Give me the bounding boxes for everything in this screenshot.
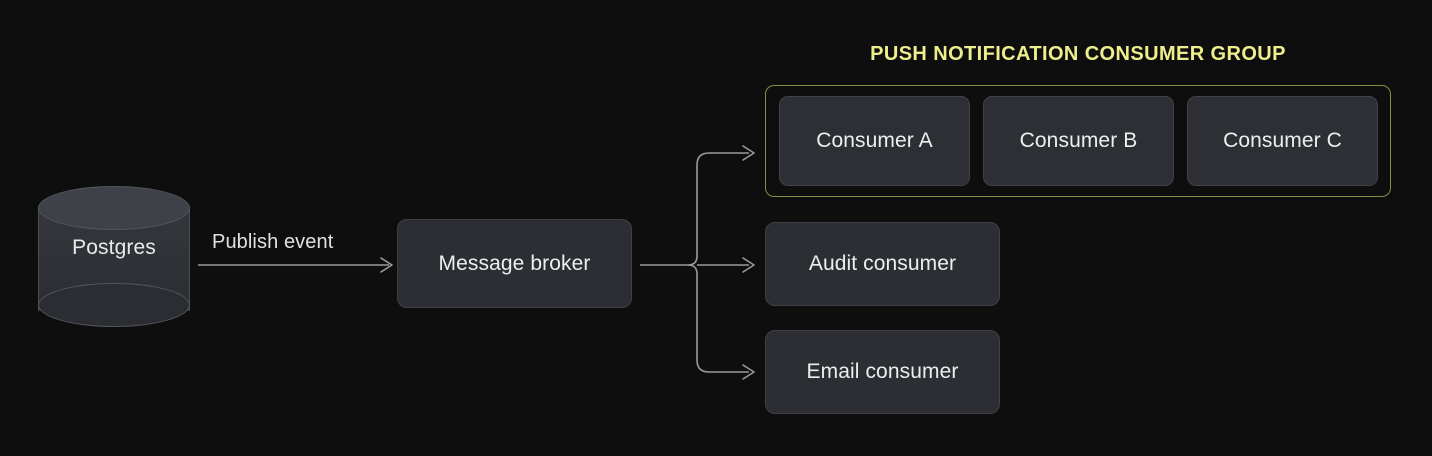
- message-broker-node[interactable]: Message broker: [397, 219, 632, 308]
- consumer-group-container: [765, 85, 1391, 197]
- consumer-b-node[interactable]: Consumer B: [983, 96, 1174, 186]
- edge-to-audit-consumer: [697, 257, 755, 273]
- consumer-group-title: PUSH NOTIFICATION CONSUMER GROUP: [870, 43, 1286, 65]
- audit-consumer-node[interactable]: Audit consumer: [765, 222, 1000, 306]
- consumer-c-node[interactable]: Consumer C: [1187, 96, 1378, 186]
- message-broker-label: Message broker: [438, 251, 591, 275]
- postgres-database-node[interactable]: Postgres: [38, 186, 190, 332]
- cylinder-bottom-icon: [38, 283, 190, 327]
- consumer-b-label: Consumer B: [1019, 129, 1138, 152]
- edge-label-publish-event: Publish event: [212, 231, 334, 253]
- audit-consumer-label: Audit consumer: [808, 252, 957, 275]
- email-consumer-node[interactable]: Email consumer: [765, 330, 1000, 414]
- edge-publish-event: [198, 257, 393, 273]
- consumer-a-label: Consumer A: [816, 129, 933, 152]
- consumer-c-label: Consumer C: [1223, 129, 1342, 152]
- cylinder-top-icon: [38, 186, 190, 230]
- consumer-a-node[interactable]: Consumer A: [779, 96, 970, 186]
- postgres-label: Postgres: [72, 236, 156, 259]
- edge-to-consumer-group: [687, 145, 755, 266]
- edge-to-email-consumer: [687, 264, 755, 380]
- email-consumer-label: Email consumer: [806, 360, 959, 383]
